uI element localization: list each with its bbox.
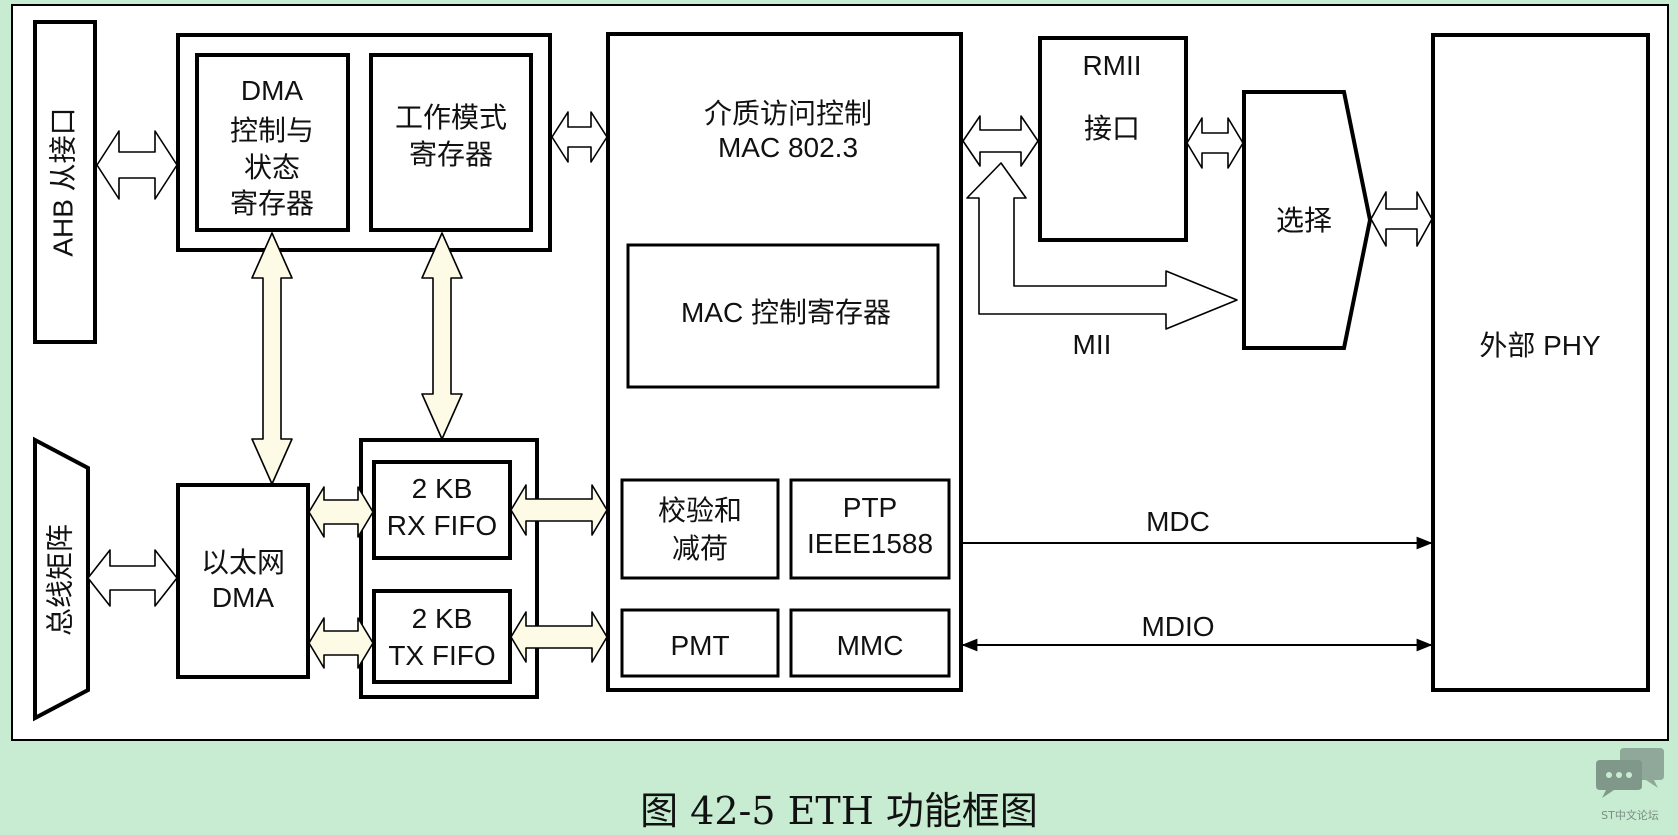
checksum-offload-label-2: 减荷 (672, 533, 728, 564)
dma-ctrl-status-label-3: 状态 (244, 152, 300, 183)
dma-to-rxfifo-arrow (308, 486, 374, 538)
figure-caption: 图 42-5 ETH 功能框图 (640, 789, 1038, 833)
external-phy-label: 外部 PHY (1479, 330, 1601, 361)
rmii-block (1038, 36, 1188, 242)
ahb-slave-port-block (33, 20, 97, 344)
ethernet-dma-block (176, 483, 310, 679)
opmode-to-fifo-arrow (421, 232, 463, 440)
op-mode-register-label-1: 工作模式 (395, 102, 507, 133)
pmt-label: PMT (670, 630, 729, 661)
tx-fifo-label-2: TX FIFO (388, 640, 495, 671)
dma-ctrl-status-label-4: 寄存器 (230, 188, 314, 219)
mmc-label: MMC (837, 630, 904, 661)
ahb-slave-port-label: AHB 从接口 (47, 107, 78, 256)
bus-matrix-block (33, 436, 90, 722)
op-mode-register-block (369, 53, 533, 232)
selector-label: 选择 (1276, 205, 1332, 236)
mdio-label: MDIO (1141, 611, 1214, 642)
ptp-label-2: IEEE1588 (807, 528, 933, 559)
rx-fifo-label-2: RX FIFO (387, 510, 497, 541)
dma-to-txfifo-arrow (308, 617, 374, 669)
mdc-label: MDC (1146, 506, 1210, 537)
ptp-label-1: PTP (843, 492, 897, 523)
rmii-to-selector-arrow (1186, 117, 1244, 169)
external-phy-block (1431, 33, 1650, 692)
ethernet-dma-label-1: 以太网 (201, 547, 285, 578)
mac-control-register-block (626, 243, 940, 389)
dma-ctrl-status-label-2: 控制与 (230, 115, 314, 146)
ptp-block (789, 478, 951, 580)
op-mode-register-label-2: 寄存器 (409, 139, 493, 170)
bus-matrix-label: 总线矩阵 (44, 524, 75, 636)
watermark-text: ST中文论坛 (1601, 809, 1659, 822)
selector-to-phy-arrow (1370, 191, 1433, 247)
tx-fifo-block (372, 589, 512, 684)
dma-ctrl-status-label-1: DMA (241, 75, 304, 106)
checksum-offload-block (620, 478, 780, 580)
rmii-label-2: 接口 (1084, 113, 1140, 144)
tx-fifo-label-1: 2 KB (412, 603, 473, 634)
rxfifo-to-mac-arrow (510, 484, 608, 536)
rmii-label-1: RMII (1082, 50, 1141, 81)
mac-title-line-1: 介质访问控制 (704, 98, 872, 129)
mmc-block (789, 608, 951, 678)
mac-title-line-2: MAC 802.3 (718, 132, 858, 163)
ethernet-dma-label-2: DMA (212, 582, 275, 613)
rx-fifo-block (372, 460, 512, 560)
ahb-to-regs-arrow (96, 130, 178, 200)
pmt-block (620, 608, 780, 678)
busmatrix-to-dma-arrow (87, 549, 178, 607)
dmactrl-to-ethdma-arrow (251, 232, 293, 485)
chat-bubbles-icon (1596, 748, 1664, 798)
dma-ctrl-status-block (195, 53, 350, 232)
mac-to-rmii-arrow (962, 115, 1039, 167)
txfifo-to-mac-arrow (510, 611, 608, 663)
watermark: ST中文论坛 (1590, 746, 1670, 823)
mac-control-register-label: MAC 控制寄存器 (681, 297, 891, 328)
mii-label: MII (1073, 329, 1112, 360)
regs-to-mac-arrow (551, 111, 608, 163)
checksum-offload-label-1: 校验和 (658, 495, 742, 526)
rx-fifo-label-1: 2 KB (412, 473, 473, 504)
selector-block (1242, 90, 1373, 350)
mii-l-arrow (966, 162, 1238, 330)
